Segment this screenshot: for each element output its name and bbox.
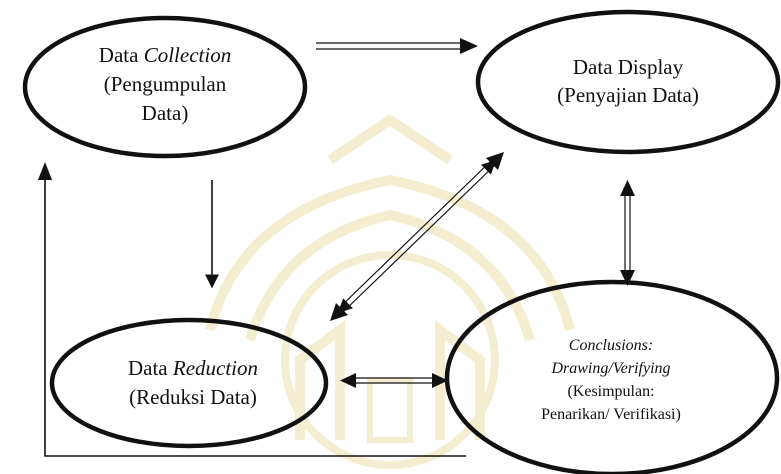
node-display-line2: (Penyajian Data) [557,83,699,107]
node-conclusions-line3: (Kesimpulan: [567,383,654,400]
node-reduction-line1-em: Reduction [172,356,258,380]
node-reduction-line1-prefix: Data [128,356,173,380]
edge-display-reduction-head-bottom [330,303,348,321]
watermark-emblem [205,113,575,469]
node-data-collection [22,15,308,159]
edge-reduction-conclusions-head-right [432,373,448,388]
node-data-display [475,9,781,155]
node-collection-line1-prefix: Data [99,43,144,67]
edge-reduction-conclusions [356,377,432,384]
node-reduction-line1: Data Reduction [128,356,258,380]
node-collection-line3: Data) [142,101,189,125]
edge-display-reduction-head-top [486,152,504,170]
node-collection-line1: Data Collection [99,43,231,67]
edge-display-conclusions [624,196,631,270]
edge-display-reduction [336,158,498,315]
node-display-line1: Data Display [573,55,684,79]
node-collection-line1-em: Collection [144,43,232,67]
node-reduction-line2: (Reduksi Data) [129,385,257,409]
node-data-reduction [49,317,329,449]
node-conclusions-line1: Conclusions: [569,337,653,354]
edge-display-conclusions-head-bottom [620,270,635,286]
node-conclusions [444,279,780,474]
node-collection-line2: (Pengumpulan [104,72,227,96]
edge-conclusions-to-collection-head [38,162,52,180]
edge-reduction-conclusions-head-left [340,373,356,388]
edge-collection-to-display [316,38,478,54]
node-conclusions-line2: Drawing/Verifying [550,360,670,377]
edge-conclusions-to-collection [44,168,466,457]
edge-display-conclusions-head-top [620,180,635,196]
node-conclusions-line4: Penarikan/ Verifikasi) [541,406,681,423]
